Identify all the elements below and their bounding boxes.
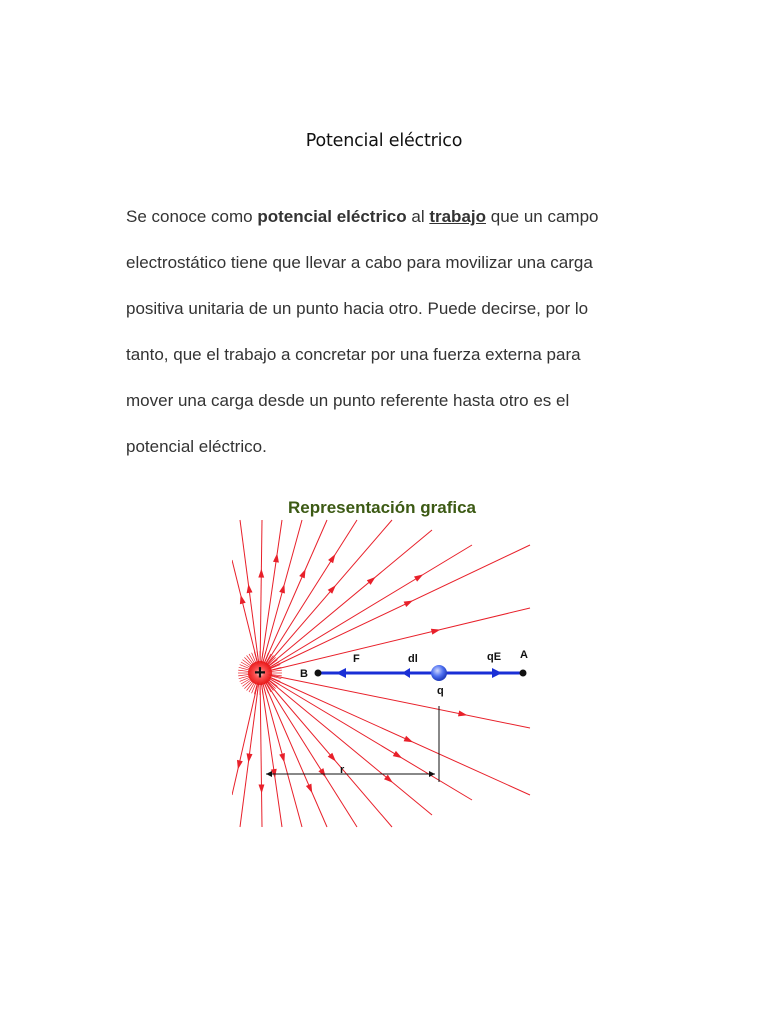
paragraph-line-4: tanto, que el trabajo a concretar por un…: [126, 345, 581, 364]
field-line-arrow: [403, 735, 414, 743]
field-line: [232, 672, 261, 796]
field-line-arrow: [403, 600, 413, 607]
field-line-arrow: [384, 774, 393, 783]
field-line: [259, 544, 473, 674]
field-line-arrow: [279, 584, 285, 594]
label-b: B: [300, 668, 308, 680]
field-line-arrow: [392, 750, 403, 759]
field-line: [239, 672, 261, 828]
text-run: Se conoce como: [126, 207, 258, 226]
field-line-arrow: [318, 768, 326, 778]
field-line: [259, 672, 303, 828]
field-arrows: [237, 553, 468, 794]
field-diagram: + B F dl qE A q r Representación grafica: [232, 490, 542, 835]
field-line: [259, 672, 358, 828]
field-line: [259, 607, 531, 674]
field-line: [259, 519, 328, 674]
field-line: [259, 672, 531, 729]
field-line: [259, 672, 263, 828]
field-line-arrow: [237, 759, 243, 770]
field-line: [259, 672, 328, 828]
field-line: [259, 544, 531, 674]
label-qe: qE: [487, 651, 501, 663]
text-run: que un campo: [486, 207, 599, 226]
arrow-dl: [402, 668, 410, 678]
field-line: [259, 672, 393, 828]
figure-title: Representación grafica: [287, 498, 476, 517]
field-line: [259, 672, 473, 801]
arrow-f: [336, 668, 346, 678]
label-dl: dl: [408, 653, 418, 665]
paragraph-line-3: positiva unitaria de un punto hacia otro…: [126, 299, 589, 318]
document-title: Potencial eléctrico: [305, 131, 463, 151]
field-line-arrow: [328, 554, 336, 564]
field-line: [259, 519, 303, 674]
field-line: [259, 519, 263, 674]
field-line-arrow: [414, 574, 424, 582]
field-line-arrow: [258, 568, 265, 578]
r-arrow-right: [429, 771, 435, 777]
label-a: A: [520, 649, 528, 661]
label-f: F: [353, 653, 360, 665]
field-line: [259, 529, 433, 674]
test-charge: [431, 665, 447, 681]
field-line: [259, 519, 283, 674]
field-line: [259, 672, 531, 796]
field-line-arrow: [270, 768, 277, 778]
bold-term-potencial: potencial eléctrico: [257, 207, 407, 226]
field-lines: [232, 519, 531, 828]
r-arrow-left: [266, 771, 272, 777]
paragraph-line-5: mover una carga desde un punto referente…: [126, 391, 570, 410]
field-diagram-svg: + B F dl qE A q r: [232, 519, 531, 828]
arrow-qe: [492, 668, 502, 678]
field-line-arrow: [246, 583, 253, 594]
point-b: [314, 669, 322, 677]
field-line-arrow: [279, 753, 285, 763]
field-line-arrow: [327, 752, 336, 762]
field-line: [239, 519, 261, 674]
field-line-arrow: [246, 753, 253, 763]
field-line: [259, 519, 393, 674]
field-line: [259, 672, 433, 816]
body-paragraph: Se conoce como potencial eléctrico al tr…: [126, 194, 666, 470]
label-q: q: [437, 685, 444, 697]
field-line-arrow: [458, 710, 468, 717]
field-line-arrow: [305, 783, 313, 794]
link-trabajo[interactable]: trabajo: [429, 207, 487, 226]
field-line-arrow: [299, 569, 306, 579]
field-line-arrow: [366, 576, 376, 585]
plus-sign: +: [254, 662, 266, 684]
paragraph-line-1: Se conoce como potencial eléctrico al tr…: [126, 194, 666, 240]
field-line-arrow: [258, 784, 265, 794]
field-line: [232, 559, 261, 674]
paragraph-line-2: electrostático tiene que llevar a cabo p…: [126, 253, 593, 272]
field-line-arrow: [239, 594, 246, 605]
point-a: [519, 669, 527, 677]
field-line-arrow: [327, 585, 336, 594]
field-line: [259, 519, 358, 674]
field-line-arrow: [273, 553, 279, 563]
paragraph-line-6: potencial eléctrico.: [126, 437, 267, 456]
label-r: r: [340, 764, 345, 776]
field-line: [259, 672, 283, 828]
field-line-arrow: [430, 628, 441, 635]
text-run: al: [406, 207, 430, 226]
positive-charge: [248, 661, 272, 685]
